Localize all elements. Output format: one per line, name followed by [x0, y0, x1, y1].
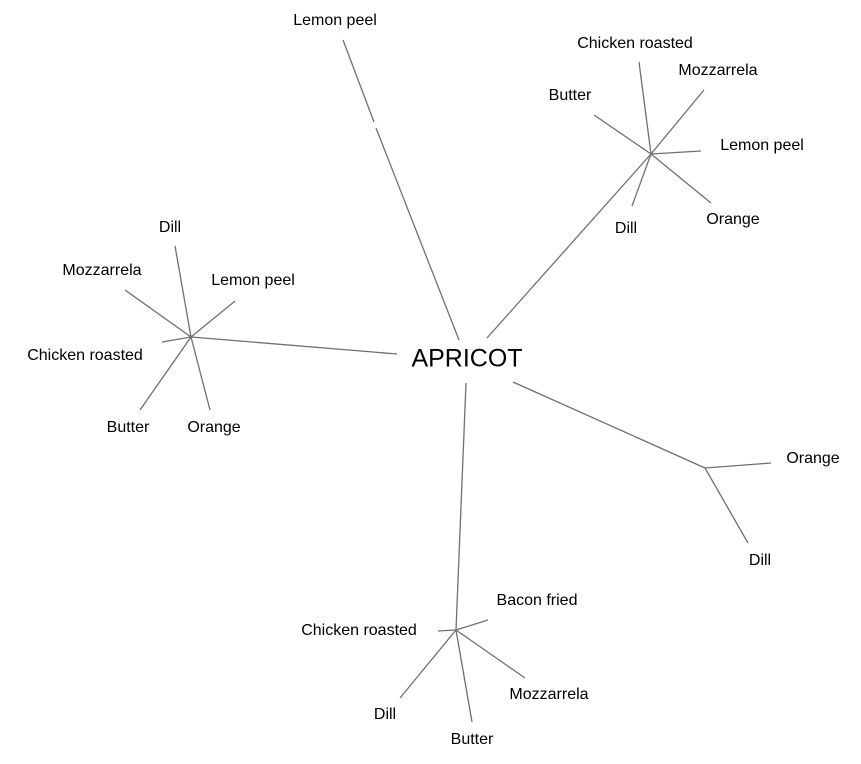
root-node-label: APRICOT	[411, 345, 522, 373]
lemon-peel-leaf-edge	[375, 127, 460, 341]
lemon-peel-leaf-label: Lemon peel	[293, 12, 377, 29]
cluster-south-child-label: Bacon fried	[497, 592, 578, 609]
cluster-northeast-child-label: Butter	[549, 87, 592, 104]
cluster-west-child-edge	[139, 336, 192, 411]
cluster-west-child-label: Lemon peel	[211, 272, 295, 289]
cluster-northeast-child-edge	[650, 89, 705, 155]
cluster-west-child-edge	[190, 300, 236, 338]
cluster-northeast-child-label: Orange	[706, 211, 759, 228]
cluster-northeast-child-edge	[650, 150, 702, 155]
cluster-northeast-child-label: Dill	[615, 220, 637, 237]
lemon-peel-leaf-edge	[342, 39, 375, 123]
cluster-west-child-label: Butter	[107, 419, 150, 436]
cluster-west-child-edge	[124, 289, 192, 338]
cluster-west-child-edge	[190, 336, 211, 411]
cluster-west-child-label: Mozzarrela	[62, 262, 141, 279]
cluster-northeast-edge	[486, 153, 652, 339]
cluster-west-child-label: Orange	[187, 419, 240, 436]
cluster-south-child-edge	[437, 629, 457, 632]
cluster-southeast-child-edge	[704, 467, 749, 544]
cluster-south-edge	[455, 382, 467, 631]
cluster-northeast-child-edge	[593, 114, 652, 155]
cluster-west-child-label: Dill	[159, 219, 181, 236]
cluster-west-child-edge	[174, 245, 192, 338]
cluster-south-child-edge	[399, 629, 457, 699]
cluster-southeast-edge	[512, 381, 706, 469]
cluster-south-child-label: Mozzarrela	[509, 686, 588, 703]
cluster-west-child-edge	[161, 336, 192, 343]
cluster-northeast-child-edge	[631, 153, 652, 207]
cluster-south-child-label: Butter	[451, 731, 494, 748]
cluster-southeast-child-label: Dill	[749, 552, 771, 569]
cluster-south-child-edge	[455, 629, 526, 679]
cluster-northeast-child-edge	[650, 153, 712, 204]
cluster-west-edge	[190, 336, 398, 355]
cluster-northeast-child-label: Chicken roasted	[577, 35, 693, 52]
cluster-south-child-label: Dill	[374, 706, 396, 723]
cluster-northeast-child-label: Lemon peel	[720, 137, 804, 154]
cluster-northeast-child-label: Mozzarrela	[678, 62, 757, 79]
cluster-south-child-edge	[455, 629, 473, 723]
cluster-west-child-label: Chicken roasted	[27, 347, 143, 364]
cluster-northeast-child-edge	[638, 61, 652, 155]
cluster-south-child-edge	[455, 619, 489, 631]
cluster-southeast-child-edge	[704, 462, 772, 469]
cluster-southeast-child-label: Orange	[786, 450, 839, 467]
cluster-south-child-label: Chicken roasted	[301, 622, 417, 639]
